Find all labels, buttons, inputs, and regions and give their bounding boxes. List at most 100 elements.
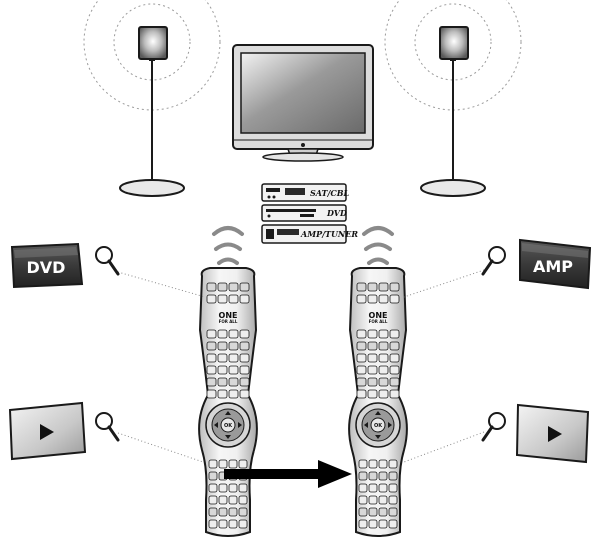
remote-key bbox=[368, 495, 378, 505]
magnifier-icon bbox=[481, 246, 506, 276]
remote-key bbox=[228, 365, 239, 375]
remote-key bbox=[206, 294, 217, 304]
remote-key bbox=[239, 353, 250, 363]
remote-key bbox=[228, 282, 239, 292]
play-icon bbox=[548, 426, 562, 442]
remote-key bbox=[367, 329, 378, 339]
remote-key bbox=[389, 377, 400, 387]
remote-key bbox=[238, 507, 248, 517]
remote-key bbox=[238, 495, 248, 505]
remote-key bbox=[388, 471, 398, 481]
remote-key bbox=[389, 389, 400, 399]
dvd-player: DVD bbox=[261, 204, 347, 222]
right-speaker bbox=[384, 0, 522, 197]
remote-brand-sub: FOR ALL bbox=[369, 319, 388, 324]
remote-key bbox=[367, 341, 378, 351]
remote-key bbox=[356, 353, 367, 363]
remote-key bbox=[367, 294, 378, 304]
remote-key bbox=[378, 507, 388, 517]
remote-key bbox=[358, 519, 368, 529]
remote-key bbox=[218, 483, 228, 493]
dvd-button-label: DVD bbox=[27, 258, 66, 277]
remote-key bbox=[208, 459, 218, 469]
remote-key bbox=[378, 519, 388, 529]
right-signal-waves-icon bbox=[362, 226, 394, 265]
remote-key bbox=[206, 353, 217, 363]
remote-key bbox=[378, 483, 388, 493]
remote-key bbox=[367, 377, 378, 387]
remote-key bbox=[239, 341, 250, 351]
remote-key bbox=[367, 282, 378, 292]
remote-key bbox=[218, 495, 228, 505]
remote-key bbox=[378, 471, 388, 481]
remote-key bbox=[239, 389, 250, 399]
remote-key bbox=[217, 353, 228, 363]
remote-key bbox=[208, 483, 218, 493]
remote-key bbox=[217, 365, 228, 375]
remote-key bbox=[218, 519, 228, 529]
remote-key bbox=[208, 507, 218, 517]
remote-key bbox=[217, 341, 228, 351]
remote-key bbox=[368, 483, 378, 493]
remote-button-rows bbox=[206, 282, 250, 529]
magnifier-icon bbox=[95, 412, 120, 442]
remote-key bbox=[228, 294, 239, 304]
device-stack: SAT/CBL DVD AMP/TUNER bbox=[261, 183, 358, 244]
remote-key bbox=[218, 459, 228, 469]
remote-key bbox=[358, 471, 368, 481]
ok-button-label: OK bbox=[374, 423, 383, 429]
callout-lines bbox=[117, 269, 485, 463]
remote-key bbox=[206, 365, 217, 375]
remote-key bbox=[228, 459, 238, 469]
remote-key bbox=[378, 365, 389, 375]
remote-key bbox=[389, 282, 400, 292]
remote-key bbox=[208, 471, 218, 481]
remote-key bbox=[206, 282, 217, 292]
remote-key bbox=[378, 341, 389, 351]
remote-brand-logo: ONE bbox=[369, 311, 388, 320]
remote-key bbox=[378, 389, 389, 399]
remote-key bbox=[388, 483, 398, 493]
play-button-left bbox=[8, 401, 87, 461]
remote-key bbox=[358, 495, 368, 505]
remote-key bbox=[228, 329, 239, 339]
remote-key bbox=[368, 459, 378, 469]
ok-button-label: OK bbox=[224, 423, 233, 429]
remote-key bbox=[217, 282, 228, 292]
remote-key bbox=[239, 294, 250, 304]
amp-mode-button: AMP bbox=[519, 238, 592, 290]
television bbox=[232, 44, 374, 162]
remote-key bbox=[228, 507, 238, 517]
remote-key bbox=[356, 329, 367, 339]
remote-key bbox=[239, 329, 250, 339]
remote-key bbox=[356, 341, 367, 351]
remote-key bbox=[378, 377, 389, 387]
remote-key bbox=[217, 294, 228, 304]
remote-key bbox=[367, 389, 378, 399]
remote-key bbox=[367, 365, 378, 375]
remote-key bbox=[388, 519, 398, 529]
remote-key bbox=[378, 495, 388, 505]
remote-key bbox=[356, 282, 367, 292]
remote-key bbox=[239, 377, 250, 387]
magnifier-icon bbox=[481, 412, 506, 442]
magnifier-icon bbox=[95, 246, 120, 276]
remote-dpad: OK bbox=[205, 402, 251, 448]
remote-key bbox=[367, 353, 378, 363]
remote-key bbox=[368, 471, 378, 481]
remote-key bbox=[356, 365, 367, 375]
remote-key bbox=[368, 519, 378, 529]
remote-key bbox=[378, 353, 389, 363]
remote-key bbox=[378, 329, 389, 339]
remote-key bbox=[388, 495, 398, 505]
remote-button-rows bbox=[356, 282, 400, 529]
remote-key bbox=[208, 519, 218, 529]
learn-transfer-arrow-icon bbox=[224, 460, 352, 488]
play-icon bbox=[40, 424, 54, 440]
remote-key bbox=[378, 282, 389, 292]
left-remote: ONE FOR ALL OK bbox=[198, 267, 258, 537]
dvd-device-label: DVD bbox=[326, 208, 347, 218]
remote-key bbox=[228, 519, 238, 529]
sat-cbl-label: SAT/CBL bbox=[310, 188, 350, 198]
